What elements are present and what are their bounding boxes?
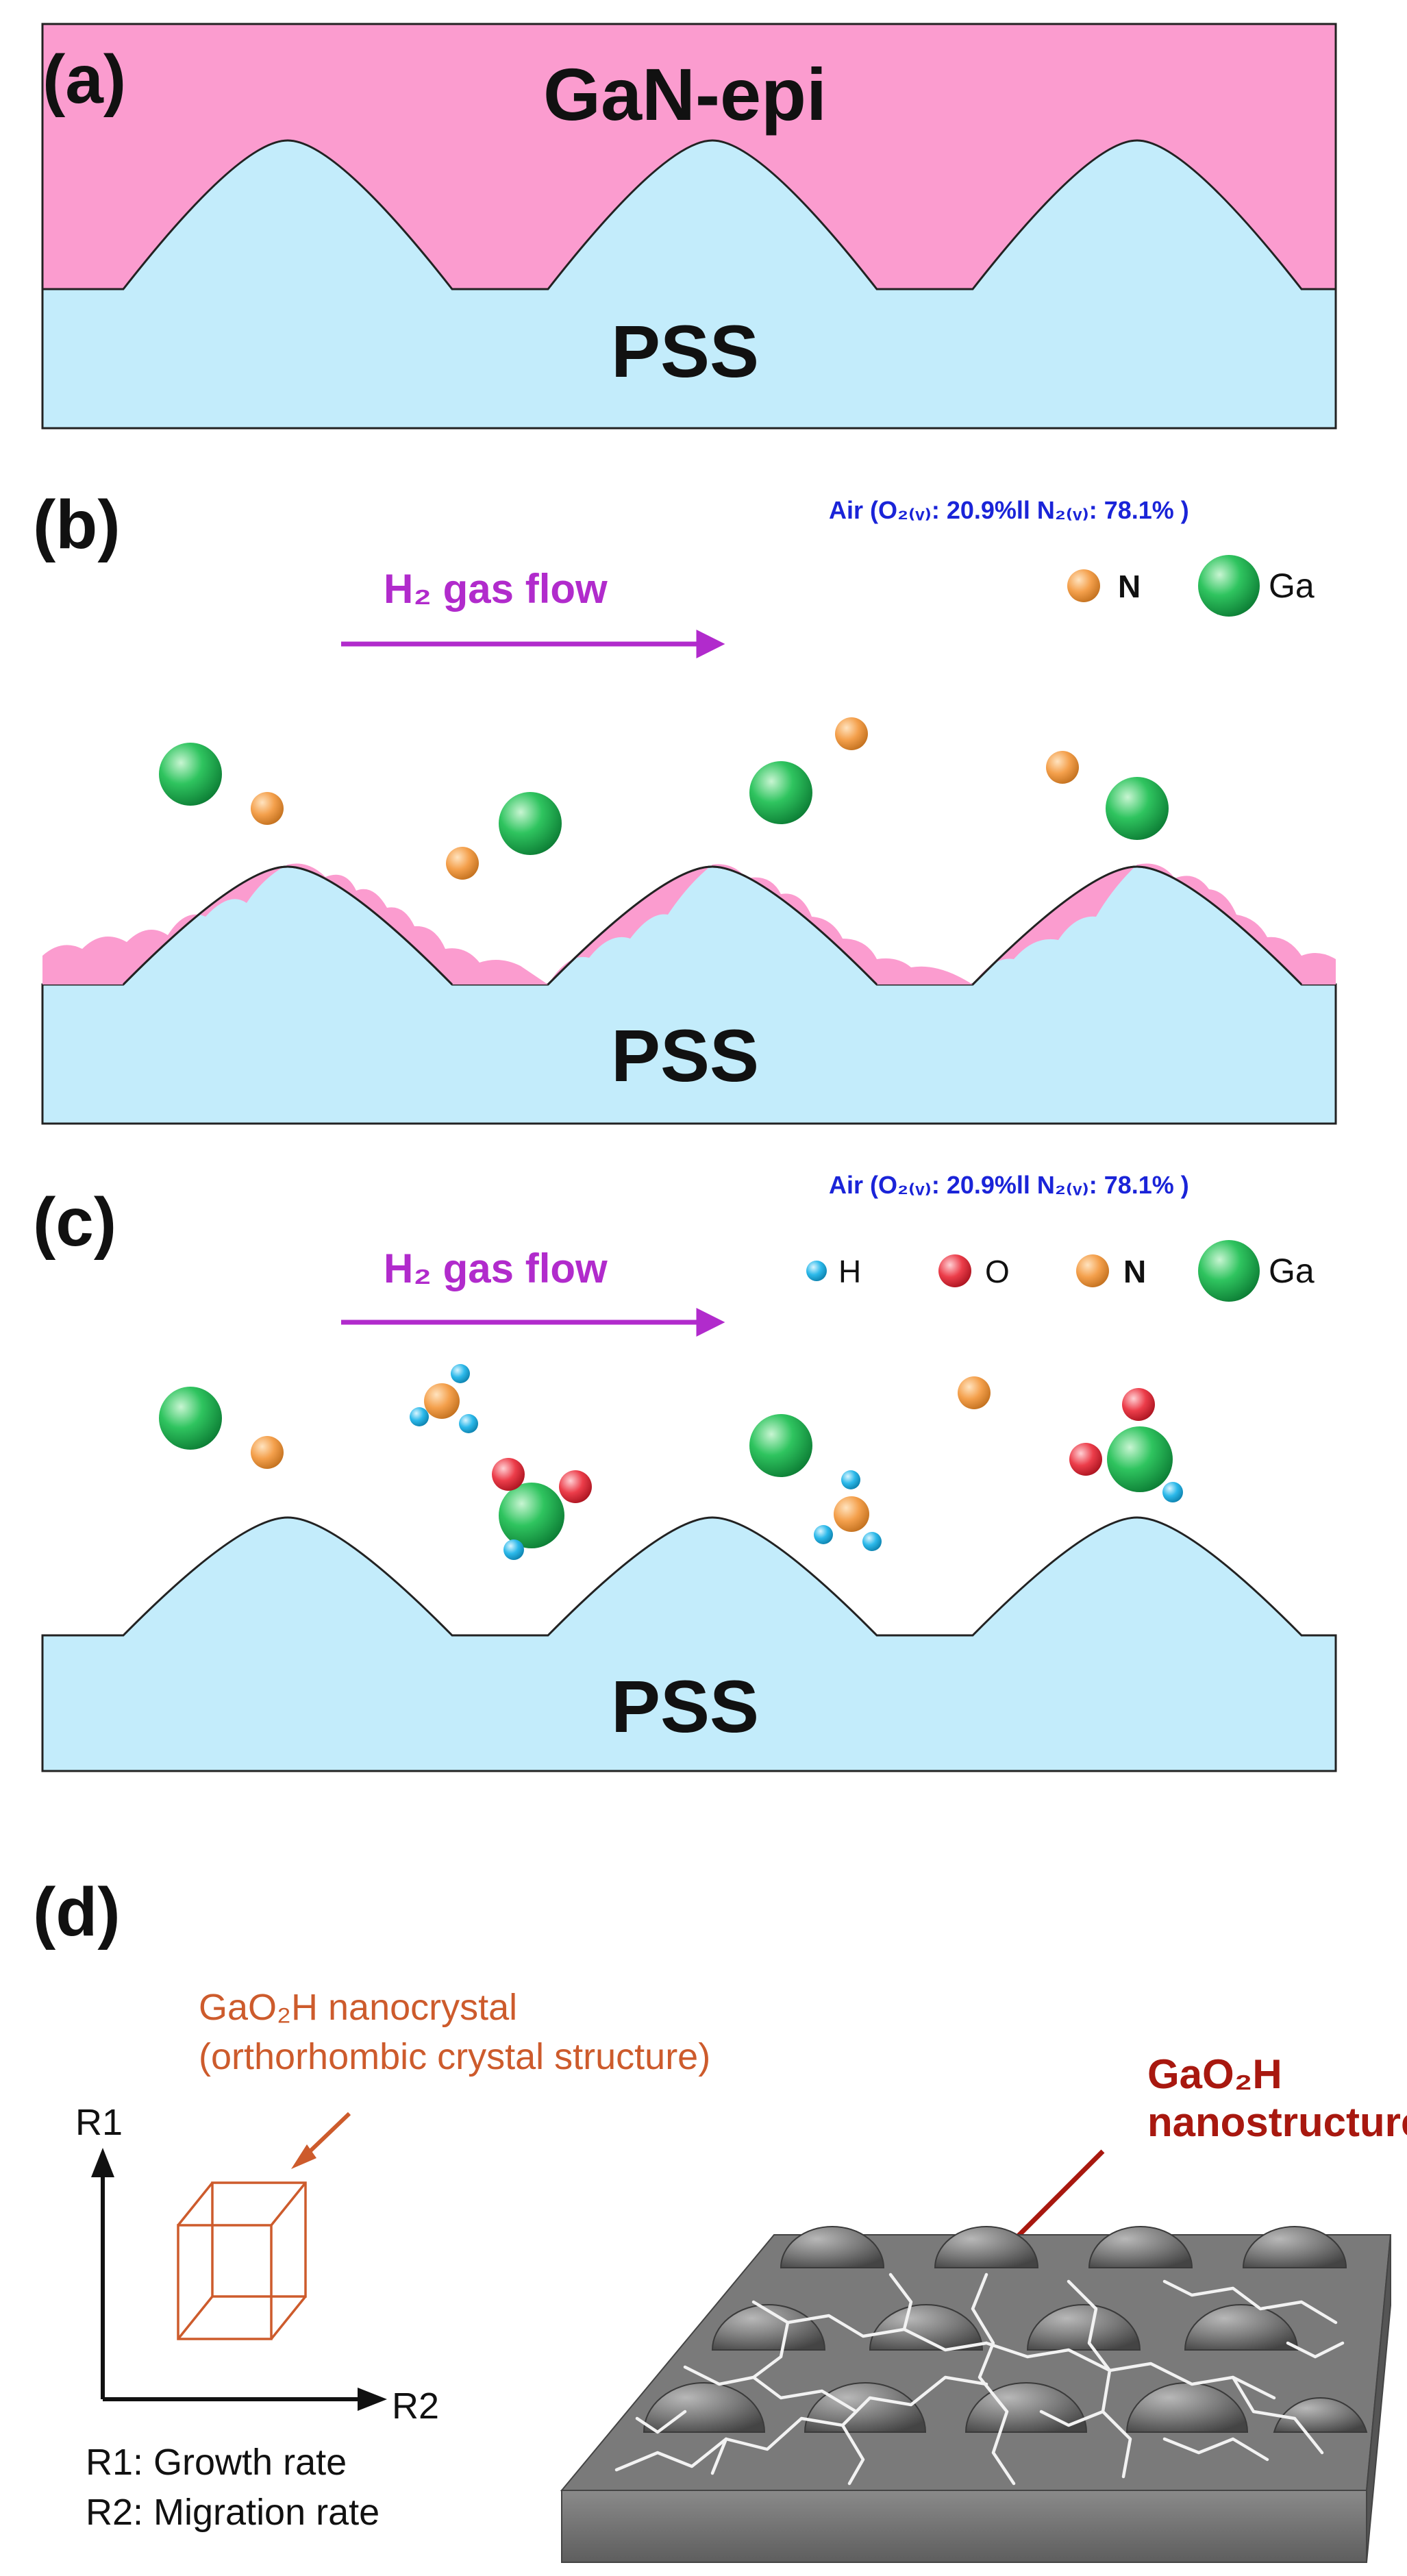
h-atom-legend-icon <box>806 1261 827 1281</box>
ga-atom-legend-icon <box>1198 1240 1260 1302</box>
nanostructures-label-line1: GaO₂H <box>1147 2051 1282 2097</box>
n-atom-legend-icon <box>1076 1254 1109 1287</box>
n-legend-label-c: N <box>1123 1254 1146 1289</box>
panel-b: (b) Air (O₂₍ᵥ₎: 20.9%ll N₂₍ᵥ₎: 78.1% ) H… <box>33 486 1337 1125</box>
orthorhombic-crystal-icon <box>177 2181 307 2340</box>
panel-c-letter: (c) <box>33 1184 116 1261</box>
nh3-molecule <box>814 1470 882 1551</box>
n-atom <box>958 1376 991 1409</box>
ga-atom <box>499 792 562 855</box>
n-atom <box>1046 751 1079 784</box>
panel-b-letter: (b) <box>33 486 121 563</box>
pss-substrate <box>41 139 1337 430</box>
n-legend-label-b: N <box>1118 569 1141 604</box>
n-atom <box>835 717 868 750</box>
h-legend-label-c: H <box>838 1254 861 1289</box>
pss-dome-array <box>643 2226 1368 2433</box>
ga-atom <box>749 761 812 824</box>
n-atom <box>446 847 479 880</box>
n-atom <box>251 1436 284 1469</box>
panel-d-letter: (d) <box>33 1874 121 1950</box>
ga-oh-molecule <box>1069 1388 1183 1502</box>
gan-islands <box>42 863 1336 984</box>
ga-atom-legend-icon <box>1198 555 1260 617</box>
pss-substrate-c <box>41 1516 1337 1772</box>
growth-rate-note: R1: Growth rate <box>86 2442 347 2483</box>
pss-label-b: PSS <box>611 1014 759 1097</box>
nanocrystal-subtitle: (orthorhombic crystal structure) <box>199 2036 710 2077</box>
ga-legend-label-c: Ga <box>1269 1252 1315 1290</box>
gao2h-nanostructure-network <box>614 2272 1345 2486</box>
o-atom-legend-icon <box>938 1254 971 1287</box>
gan-epi-label: GaN-epi <box>543 53 827 136</box>
ga-oh-molecule <box>492 1458 592 1560</box>
panel-c: (c) Air (O₂₍ᵥ₎: 20.9%ll N₂₍ᵥ₎: 78.1% ) H… <box>33 1171 1337 1772</box>
panel-d: (d) GaO₂H nanocrystal (orthorhombic crys… <box>33 1874 1407 2563</box>
o-legend-label-c: O <box>985 1254 1010 1289</box>
air-composition-c: Air (O₂₍ᵥ₎: 20.9%ll N₂₍ᵥ₎: 78.1% ) <box>829 1171 1189 1199</box>
n-atom-legend-icon <box>1067 569 1100 602</box>
panel-a: (a) GaN-epi PSS <box>41 23 1337 430</box>
pss-dome-outline-b <box>122 865 1303 986</box>
pss-label-c: PSS <box>611 1665 759 1748</box>
ga-legend-label-b: Ga <box>1269 567 1315 605</box>
migration-rate-note: R2: Migration rate <box>86 2492 379 2533</box>
axis-r2-label: R2 <box>392 2386 439 2427</box>
panel-a-letter: (a) <box>42 41 126 118</box>
n-atom <box>251 792 284 825</box>
axis-r1-label: R1 <box>75 2102 123 2143</box>
pss-label-a: PSS <box>611 310 759 393</box>
h2-flow-label-c: H₂ gas flow <box>384 1246 608 1291</box>
nh3-molecule <box>410 1364 478 1433</box>
ga-atom <box>159 1387 222 1450</box>
nanocrystal-title: GaO₂H nanocrystal <box>199 1987 517 2028</box>
ga-atom <box>159 743 222 806</box>
ga-atom <box>1106 777 1169 840</box>
ga-atom <box>749 1414 812 1477</box>
air-composition-b: Air (O₂₍ᵥ₎: 20.9%ll N₂₍ᵥ₎: 78.1% ) <box>829 496 1189 524</box>
h2-flow-label-b: H₂ gas flow <box>384 566 608 612</box>
nanostructures-label-line2: nanostructures <box>1147 2099 1407 2145</box>
